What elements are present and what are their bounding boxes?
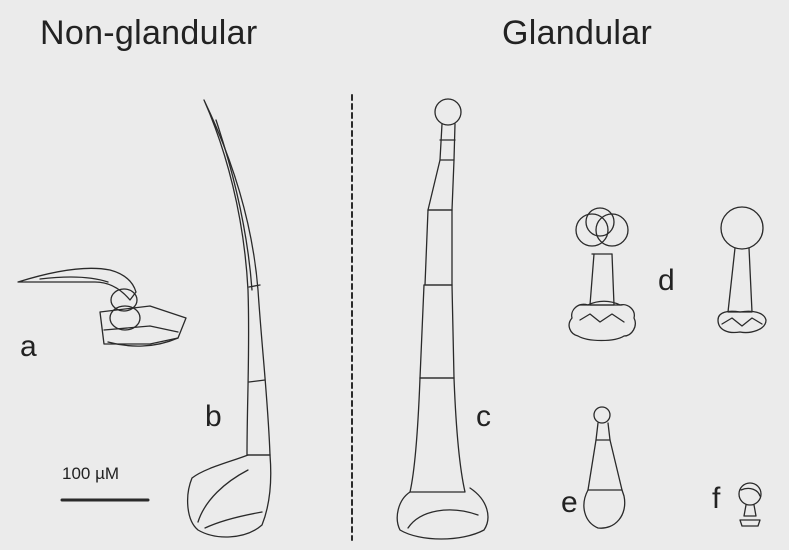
- panel-label-d: d: [658, 266, 675, 296]
- panel-label-a: a: [20, 332, 37, 362]
- panel-label-e: e: [561, 488, 578, 518]
- trichome-f: [739, 483, 761, 526]
- trichome-a: [18, 268, 186, 346]
- trichome-d-left: [569, 208, 635, 341]
- trichome-b: [188, 100, 271, 537]
- trichome-d-right: [718, 207, 766, 333]
- scale-bar-label: 100 µM: [62, 464, 119, 484]
- panel-label-f: f: [712, 484, 720, 514]
- panel-label-c: c: [476, 402, 491, 432]
- trichome-e: [584, 407, 625, 528]
- trichome-c: [397, 99, 488, 539]
- panel-label-b: b: [205, 402, 222, 432]
